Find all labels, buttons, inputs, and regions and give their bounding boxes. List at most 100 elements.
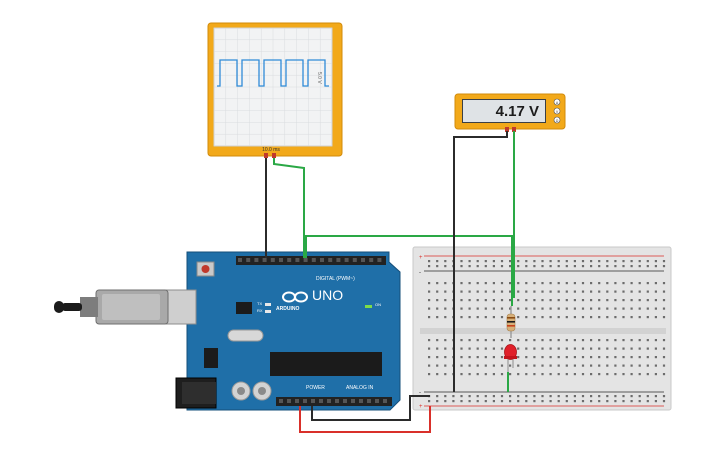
header-pin[interactable] — [361, 258, 365, 262]
breadboard-hole[interactable] — [646, 265, 649, 268]
breadboard-hole[interactable] — [630, 395, 633, 398]
breadboard-hole[interactable] — [630, 316, 633, 319]
breadboard-hole[interactable] — [484, 316, 487, 319]
breadboard-hole[interactable] — [638, 290, 641, 293]
breadboard-hole[interactable] — [468, 347, 471, 350]
breadboard-hole[interactable] — [646, 373, 649, 376]
breadboard-hole[interactable] — [598, 299, 601, 302]
breadboard-hole[interactable] — [436, 356, 439, 359]
red-led[interactable] — [504, 344, 517, 373]
breadboard-hole[interactable] — [484, 395, 487, 398]
breadboard-hole[interactable] — [646, 316, 649, 319]
breadboard-hole[interactable] — [590, 395, 593, 398]
breadboard-hole[interactable] — [622, 282, 625, 285]
digital-header[interactable] — [236, 256, 386, 265]
breadboard-hole[interactable] — [541, 339, 544, 342]
breadboard-hole[interactable] — [509, 307, 512, 310]
breadboard-hole[interactable] — [630, 265, 633, 268]
breadboard-hole[interactable] — [646, 307, 649, 310]
breadboard-hole[interactable] — [476, 282, 479, 285]
breadboard-hole[interactable] — [517, 373, 520, 376]
breadboard-hole[interactable] — [581, 290, 585, 293]
breadboard-hole[interactable] — [614, 307, 617, 310]
breadboard-hole[interactable] — [541, 316, 544, 319]
breadboard-hole[interactable] — [662, 265, 666, 268]
breadboard-hole[interactable] — [533, 339, 536, 342]
breadboard-hole[interactable] — [590, 299, 593, 302]
breadboard-hole[interactable] — [484, 356, 487, 359]
breadboard-hole[interactable] — [549, 282, 552, 285]
breadboard-hole[interactable] — [557, 307, 560, 310]
multimeter-mode-ohm-icon[interactable] — [553, 116, 561, 124]
header-pin[interactable] — [327, 399, 331, 403]
breadboard-hole[interactable] — [581, 373, 585, 376]
breadboard-hole[interactable] — [500, 316, 504, 319]
breadboard-hole[interactable] — [565, 347, 568, 350]
breadboard-hole[interactable] — [565, 282, 568, 285]
wire-multimeter-black[interactable] — [453, 131, 508, 392]
breadboard-hole[interactable] — [525, 356, 528, 359]
breadboard-hole[interactable] — [500, 364, 504, 367]
breadboard-hole[interactable] — [573, 290, 576, 293]
breadboard-hole[interactable] — [484, 260, 487, 263]
breadboard-hole[interactable] — [581, 307, 585, 310]
breadboard-hole[interactable] — [533, 290, 536, 293]
breadboard-hole[interactable] — [525, 364, 528, 367]
breadboard-hole[interactable] — [565, 290, 568, 293]
breadboard-hole[interactable] — [654, 339, 657, 342]
breadboard-hole[interactable] — [598, 316, 601, 319]
breadboard-hole[interactable] — [606, 347, 609, 350]
breadboard-hole[interactable] — [500, 260, 504, 263]
header-pin[interactable] — [383, 399, 387, 403]
breadboard-hole[interactable] — [590, 260, 593, 263]
breadboard-hole[interactable] — [517, 299, 520, 302]
breadboard-hole[interactable] — [444, 307, 447, 310]
breadboard-hole[interactable] — [565, 339, 568, 342]
breadboard-hole[interactable] — [630, 307, 633, 310]
breadboard-hole[interactable] — [646, 400, 649, 403]
breadboard-hole[interactable] — [638, 282, 641, 285]
breadboard-hole[interactable] — [557, 299, 560, 302]
breadboard-hole[interactable] — [500, 356, 504, 359]
header-pin[interactable] — [320, 258, 324, 262]
breadboard-hole[interactable] — [436, 299, 439, 302]
breadboard-hole[interactable] — [517, 282, 520, 285]
breadboard-hole[interactable] — [460, 282, 463, 285]
breadboard-hole[interactable] — [598, 260, 601, 263]
header-pin[interactable] — [311, 399, 315, 403]
breadboard-hole[interactable] — [509, 400, 512, 403]
header-pin[interactable] — [343, 399, 347, 403]
breadboard-hole[interactable] — [533, 307, 536, 310]
arduino-uno-board[interactable] — [186, 251, 401, 411]
breadboard-hole[interactable] — [492, 290, 495, 293]
breadboard-hole[interactable] — [630, 400, 633, 403]
breadboard-hole[interactable] — [630, 290, 633, 293]
breadboard-hole[interactable] — [517, 347, 520, 350]
breadboard-hole[interactable] — [590, 307, 593, 310]
breadboard-hole[interactable] — [614, 265, 617, 268]
header-pin[interactable] — [336, 258, 341, 262]
breadboard-hole[interactable] — [598, 339, 601, 342]
header-pin[interactable] — [335, 399, 339, 403]
breadboard-hole[interactable] — [654, 373, 657, 376]
breadboard-hole[interactable] — [428, 373, 431, 376]
breadboard-hole[interactable] — [533, 364, 536, 367]
breadboard-hole[interactable] — [581, 339, 585, 342]
dc-power-jack[interactable] — [175, 377, 217, 409]
breadboard-hole[interactable] — [614, 282, 617, 285]
breadboard-hole[interactable] — [525, 373, 528, 376]
breadboard-hole[interactable] — [444, 347, 447, 350]
header-pin[interactable] — [352, 258, 357, 262]
power-analog-header[interactable] — [276, 397, 392, 406]
breadboard-hole[interactable] — [573, 265, 576, 268]
breadboard-hole[interactable] — [525, 316, 528, 319]
breadboard-hole[interactable] — [630, 299, 633, 302]
breadboard-hole[interactable] — [654, 307, 657, 310]
breadboard-hole[interactable] — [541, 347, 544, 350]
breadboard-hole[interactable] — [614, 395, 617, 398]
breadboard-hole[interactable] — [492, 400, 495, 403]
breadboard-hole[interactable] — [590, 373, 593, 376]
breadboard-hole[interactable] — [581, 364, 585, 367]
breadboard-hole[interactable] — [581, 265, 585, 268]
breadboard-hole[interactable] — [662, 356, 666, 359]
